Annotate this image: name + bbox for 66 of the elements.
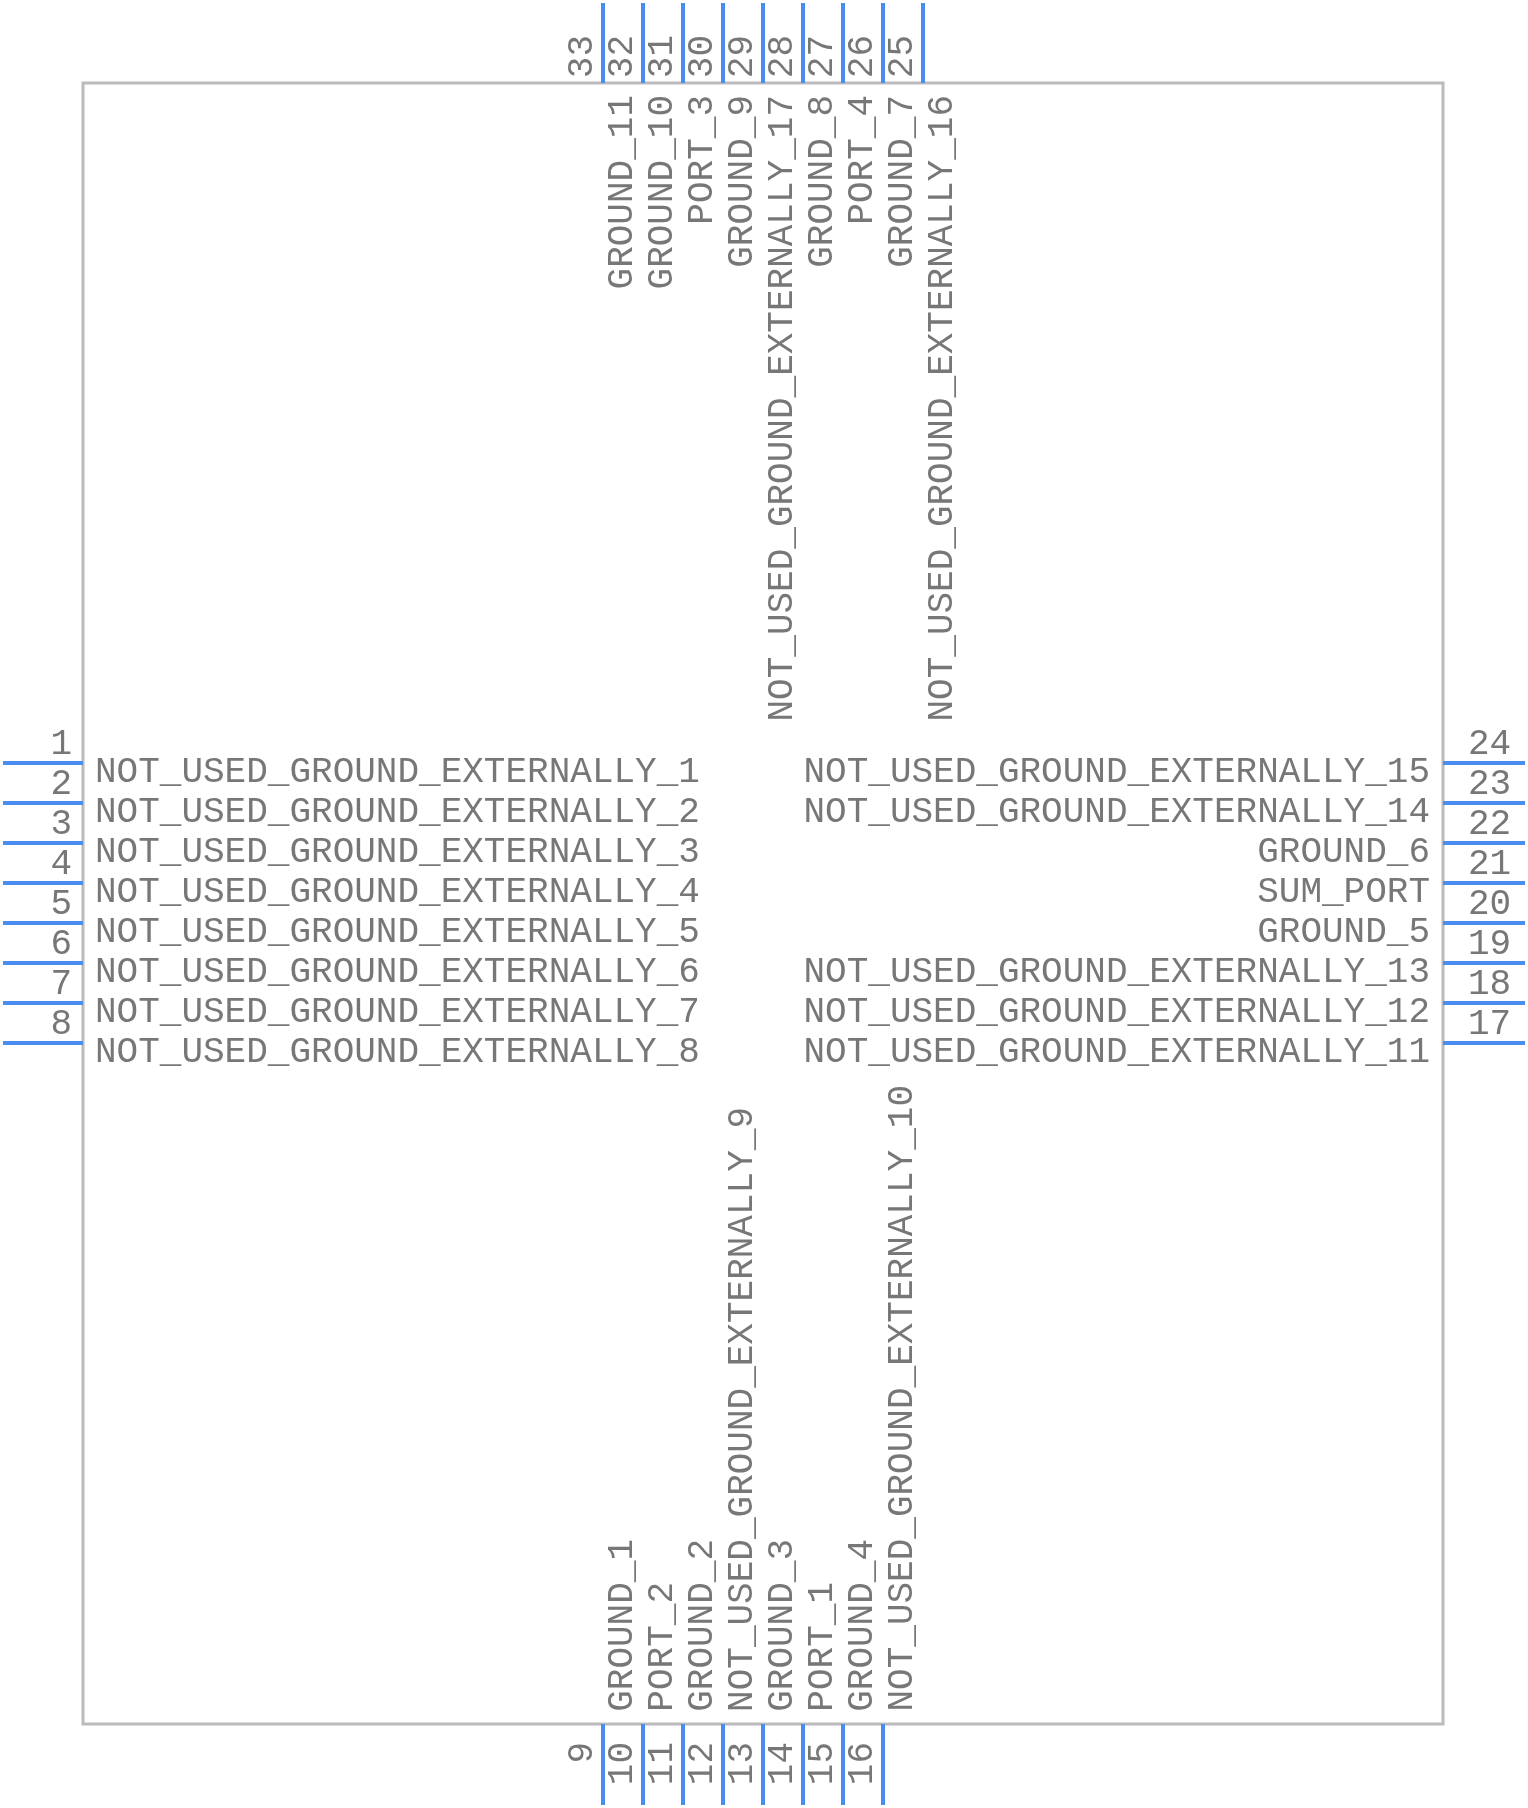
pin-name: NOT_USED_GROUND_EXTERNALLY_16: [925, 95, 961, 722]
pin-number: 23: [1468, 767, 1512, 803]
pin-number: 14: [765, 1742, 801, 1786]
pin-number: 32: [605, 34, 641, 78]
pin-number: 21: [1468, 847, 1512, 883]
pin-name: NOT_USED_GROUND_EXTERNALLY_1: [95, 755, 700, 791]
pin-number: 25: [885, 34, 921, 78]
pin-name: NOT_USED_GROUND_EXTERNALLY_9: [725, 1107, 761, 1712]
pin-number: 16: [845, 1742, 881, 1786]
pin-name: NOT_USED_GROUND_EXTERNALLY_15: [803, 755, 1430, 791]
pin-name: PORT_1: [805, 1582, 841, 1712]
pin-number: 2: [50, 767, 72, 803]
pin-number: 28: [765, 34, 801, 78]
pin-number: 6: [50, 927, 72, 963]
pin-name: NOT_USED_GROUND_EXTERNALLY_5: [95, 915, 700, 951]
pin-number: 18: [1468, 967, 1512, 1003]
pin-name: GROUND_4: [845, 1539, 881, 1712]
pin-number: 22: [1468, 807, 1512, 843]
pin-number: 31: [645, 34, 681, 78]
pin-name: GROUND_5: [1257, 915, 1430, 951]
pin-name: NOT_USED_GROUND_EXTERNALLY_12: [803, 995, 1430, 1031]
pin-name: NOT_USED_GROUND_EXTERNALLY_8: [95, 1035, 700, 1071]
pin-name: PORT_2: [645, 1582, 681, 1712]
pin-name: GROUND_8: [805, 95, 841, 268]
pin-number: 12: [685, 1742, 721, 1786]
pin-number: 3: [50, 807, 72, 843]
pin-name: NOT_USED_GROUND_EXTERNALLY_13: [803, 955, 1430, 991]
pin-name: GROUND_7: [885, 95, 921, 268]
pin-number: 8: [50, 1007, 72, 1043]
pin-number: 29: [725, 34, 761, 78]
pin-name: GROUND_6: [1257, 835, 1430, 871]
pin-name: NOT_USED_GROUND_EXTERNALLY_7: [95, 995, 700, 1031]
pin-name: GROUND_3: [765, 1539, 801, 1712]
pin-name: PORT_3: [685, 95, 721, 225]
pin-name: NOT_USED_GROUND_EXTERNALLY_14: [803, 795, 1430, 831]
pin-number: 24: [1468, 727, 1512, 763]
pin-number: 30: [685, 34, 721, 78]
pin-name: NOT_USED_GROUND_EXTERNALLY_2: [95, 795, 700, 831]
pin-number: 27: [805, 34, 841, 78]
pin-number: 26: [845, 34, 881, 78]
pin-name: NOT_USED_GROUND_EXTERNALLY_11: [803, 1035, 1430, 1071]
pin-number: 7: [50, 967, 72, 1003]
pin-name: GROUND_1: [605, 1539, 641, 1712]
pin-name: NOT_USED_GROUND_EXTERNALLY_17: [765, 95, 801, 722]
pin-number: 13: [725, 1742, 761, 1786]
pin-name: GROUND_10: [645, 95, 681, 290]
pin-name: NOT_USED_GROUND_EXTERNALLY_6: [95, 955, 700, 991]
pin-number: 11: [645, 1742, 681, 1786]
pin-name: NOT_USED_GROUND_EXTERNALLY_4: [95, 875, 700, 911]
pin-name: PORT_4: [845, 95, 881, 225]
pin-number: 20: [1468, 887, 1512, 923]
pin-name: GROUND_2: [685, 1539, 721, 1712]
pin-name: NOT_USED_GROUND_EXTERNALLY_3: [95, 835, 700, 871]
pin-number: 9: [565, 1742, 601, 1764]
pin-number: 17: [1468, 1007, 1512, 1043]
pin-name: NOT_USED_GROUND_EXTERNALLY_10: [885, 1085, 921, 1712]
pin-number: 10: [605, 1742, 641, 1786]
pin-number: 19: [1468, 927, 1512, 963]
pin-number: 1: [50, 727, 72, 763]
pin-number: 33: [565, 34, 601, 78]
pin-number: 5: [50, 887, 72, 923]
pin-name: SUM_PORT: [1257, 875, 1430, 911]
pin-name: GROUND_9: [725, 95, 761, 268]
pin-number: 4: [50, 847, 72, 883]
pin-number: 15: [805, 1742, 841, 1786]
pin-name: GROUND_11: [605, 95, 641, 290]
